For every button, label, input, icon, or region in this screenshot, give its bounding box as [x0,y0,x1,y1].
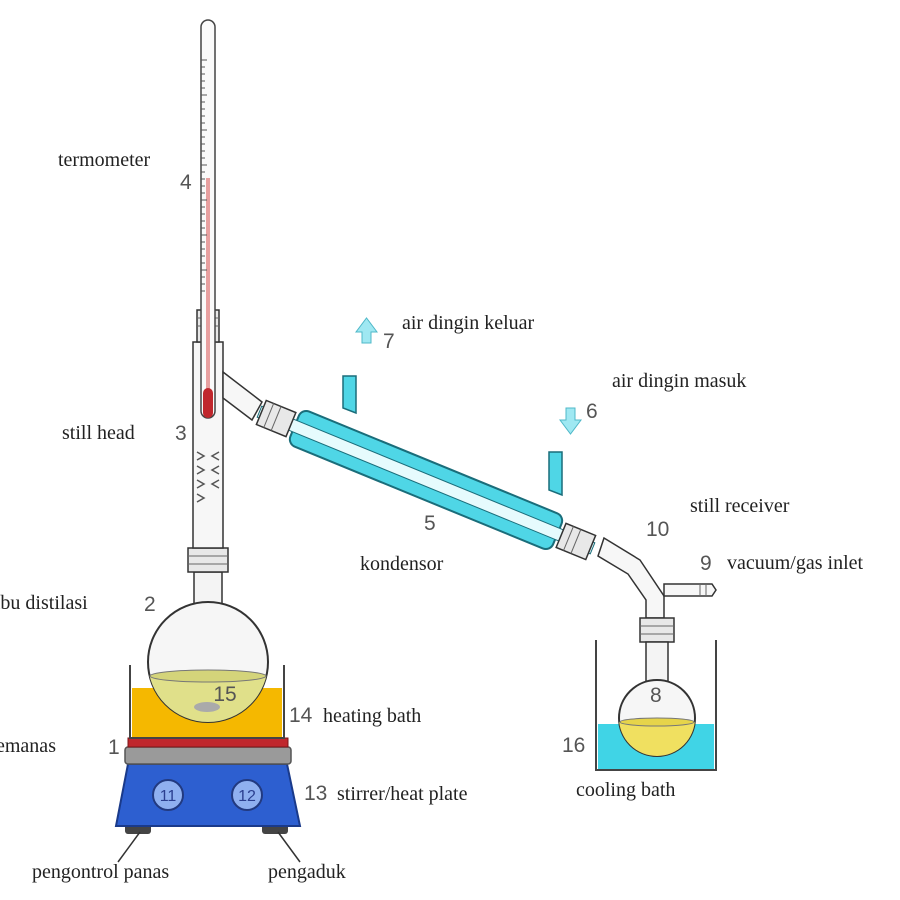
adapter-body [597,536,665,619]
distillate-surface [619,717,695,727]
condenser-inner-tube [256,405,596,555]
number-1: 1 [108,736,120,759]
receiver-adapter [597,536,717,643]
label-vacuum-gas-inlet: vacuum/gas inlet [727,552,864,574]
number-10: 10 [646,518,669,541]
water-outlet-nozzle [342,375,357,415]
label-pengaduk: pengaduk [268,861,346,883]
label-still-head: still head [62,422,135,444]
number-6: 6 [586,400,598,423]
number-12: 12 [238,788,256,805]
number-14: 14 [289,704,313,727]
heating-bath-vessel [129,665,285,739]
label-air-dingin-keluar: air dingin keluar [402,312,535,334]
label-heating-bath: heating bath [323,705,421,727]
cooling-bath-vessel [595,640,717,771]
number-9: 9 [700,552,712,575]
number-13: 13 [304,782,327,805]
label-labu-distilasi: labu distilasi [0,592,88,614]
thermometer-liquid-column [206,178,210,394]
water-inlet-nozzle [548,451,563,497]
heat-controller-knob: 11 [152,779,184,811]
condenser [255,375,597,561]
leader-lines [117,831,301,863]
labels: termometer 4 air dingin keluar 7 air din… [0,149,864,883]
heater-plate [127,737,289,748]
number-15: 15 [213,683,236,706]
stirrer-heat-plate: 11 12 [114,737,302,834]
label-kondensor: kondensor [360,553,444,575]
label-cooling-bath: cooling bath [576,779,675,801]
still-head-side-arm [222,370,263,422]
number-4: 4 [180,171,192,194]
vigreux-indentations [196,451,220,503]
stirrer-body [114,763,302,827]
label-air-dingin-masuk: air dingin masuk [612,370,746,392]
label-termometer: termometer [58,149,151,171]
vacuum-inlet-tube [663,583,717,597]
label-stirrer-heat-plate: stirrer/heat plate [337,783,468,805]
thermometer [200,19,216,419]
flask-joint [187,547,229,573]
number-7: 7 [383,330,395,353]
stirrer-knob: 12 [231,779,263,811]
label-still-receiver: still receiver [690,495,790,517]
number-16: 16 [562,734,585,757]
number-5: 5 [424,512,436,535]
number-11: 11 [160,788,177,805]
hot-plate-top [124,746,292,765]
label-pengontrol-panas: pengontrol panas [32,861,169,883]
thermometer-scale [201,59,207,292]
receiver-neck [645,641,669,683]
label-pemanas: pemanas [0,735,56,757]
liquid-surface [149,669,267,683]
number-3: 3 [175,422,187,445]
water-out-arrow [355,317,378,344]
water-in-arrow [559,407,582,435]
thermometer-bulb [203,388,213,418]
number-8: 8 [650,684,662,707]
receiver-joint [639,617,675,643]
stir-bar [194,702,220,712]
number-2: 2 [144,593,156,616]
